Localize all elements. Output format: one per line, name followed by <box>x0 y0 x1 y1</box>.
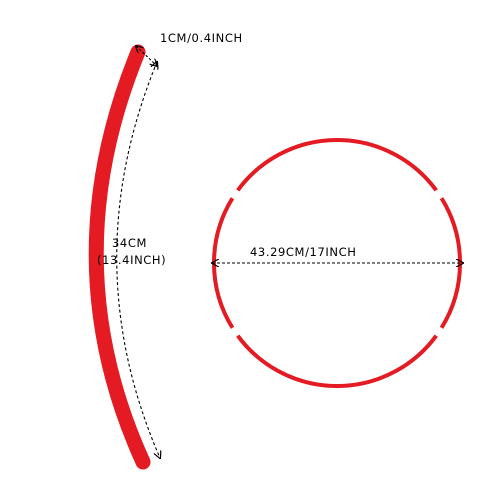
strip-length-inch-label: (13.4INCH) <box>97 253 166 267</box>
rim-strip-segment <box>88 44 151 470</box>
strip-length-dimension: 34CM (13.4INCH) <box>97 62 166 458</box>
strip-length-cm-label: 34CM <box>112 236 147 250</box>
ring-diameter-dimension: 43.29CM/17INCH <box>212 245 463 263</box>
strip-width-dimension: 1CM/0.4INCH <box>136 31 243 66</box>
ring-arc-segment <box>236 138 438 192</box>
strip-length-arrow <box>116 62 160 458</box>
strip-width-label: 1CM/0.4INCH <box>160 31 243 45</box>
ring-diameter-label: 43.29CM/17INCH <box>250 245 356 259</box>
rim-strip-shape <box>88 44 151 470</box>
ring-arc-segment <box>236 334 438 388</box>
